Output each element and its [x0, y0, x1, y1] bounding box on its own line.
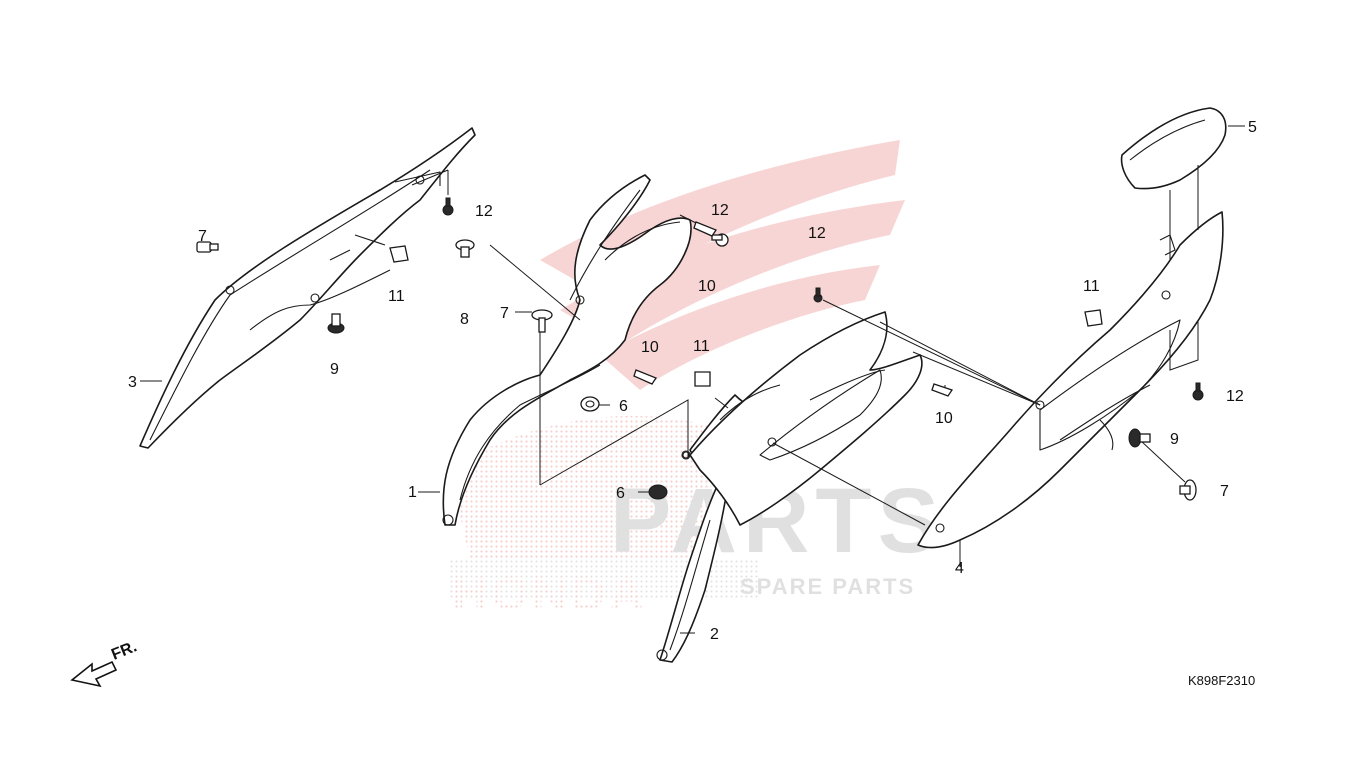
- callout-12: 12: [808, 225, 826, 242]
- callout-6: 6: [619, 398, 628, 415]
- front-label: FR.: [109, 638, 139, 663]
- nut-11-icon: [389, 245, 409, 263]
- callout-labels: 1 2 3 4 5 6 6 7 7 7 8 9 9 10 10 10 11 11…: [128, 119, 1257, 643]
- bolt-7-icon: [196, 241, 219, 253]
- clip-10-icon: [931, 383, 954, 397]
- watermark-brand: HONDA: [452, 568, 648, 621]
- clip-8-icon: [455, 239, 475, 258]
- front-direction-indicator: FR.: [70, 638, 139, 688]
- screw-12-icon: [711, 233, 729, 247]
- nut-11-icon: [1084, 309, 1103, 327]
- callout-3: 3: [128, 374, 137, 391]
- callout-5: 5: [1248, 119, 1257, 136]
- callout-12: 12: [711, 202, 729, 219]
- callout-11: 11: [388, 288, 405, 305]
- callout-7: 7: [500, 305, 509, 322]
- clip-10-icon: [633, 369, 657, 385]
- callout-6: 6: [616, 485, 625, 502]
- bolt-7-icon: [531, 309, 553, 333]
- part-5-rear-cap: [1120, 107, 1227, 190]
- part-3-side-cover-left: [139, 127, 476, 449]
- callout-9: 9: [330, 361, 339, 378]
- callout-11: 11: [1083, 278, 1100, 295]
- screw-12-icon: [442, 197, 454, 216]
- watermark-dot-region: [450, 415, 720, 560]
- watermark-wing: [600, 265, 880, 390]
- nut-11-icon: [694, 371, 711, 387]
- screw-12-icon: [813, 287, 823, 303]
- callout-12: 12: [475, 203, 493, 220]
- callout-7: 7: [198, 228, 207, 245]
- diagram-code: K898F2310: [1188, 673, 1255, 688]
- bolt-7-icon: [1179, 479, 1197, 501]
- callout-1: 1: [408, 484, 417, 501]
- grommet-6-icon: [580, 396, 600, 412]
- callout-11: 11: [693, 338, 710, 355]
- callout-10: 10: [641, 339, 659, 356]
- callout-10: 10: [935, 410, 953, 427]
- callout-2: 2: [710, 626, 719, 643]
- callout-9: 9: [1170, 431, 1179, 448]
- callout-7: 7: [1220, 483, 1229, 500]
- callout-8: 8: [460, 311, 469, 328]
- clip-10-icon: [693, 221, 717, 237]
- part-rear-side-cover-right: [917, 211, 1224, 549]
- watermark-sub: SPARE PARTS: [740, 574, 915, 599]
- grommet-6-icon: [648, 484, 668, 500]
- bolt-9-icon: [1128, 428, 1151, 448]
- bolt-9-icon: [327, 313, 345, 334]
- leader-lines: [140, 125, 1245, 634]
- screw-12-icon: [1192, 382, 1204, 401]
- part-2-lower-panel: [656, 394, 771, 663]
- callout-12: 12: [1226, 388, 1244, 405]
- callout-10: 10: [698, 278, 716, 295]
- fasteners: [196, 197, 1204, 501]
- callout-4: 4: [955, 560, 964, 577]
- arrow-front-icon: [70, 660, 118, 688]
- watermark-wing: [560, 200, 905, 345]
